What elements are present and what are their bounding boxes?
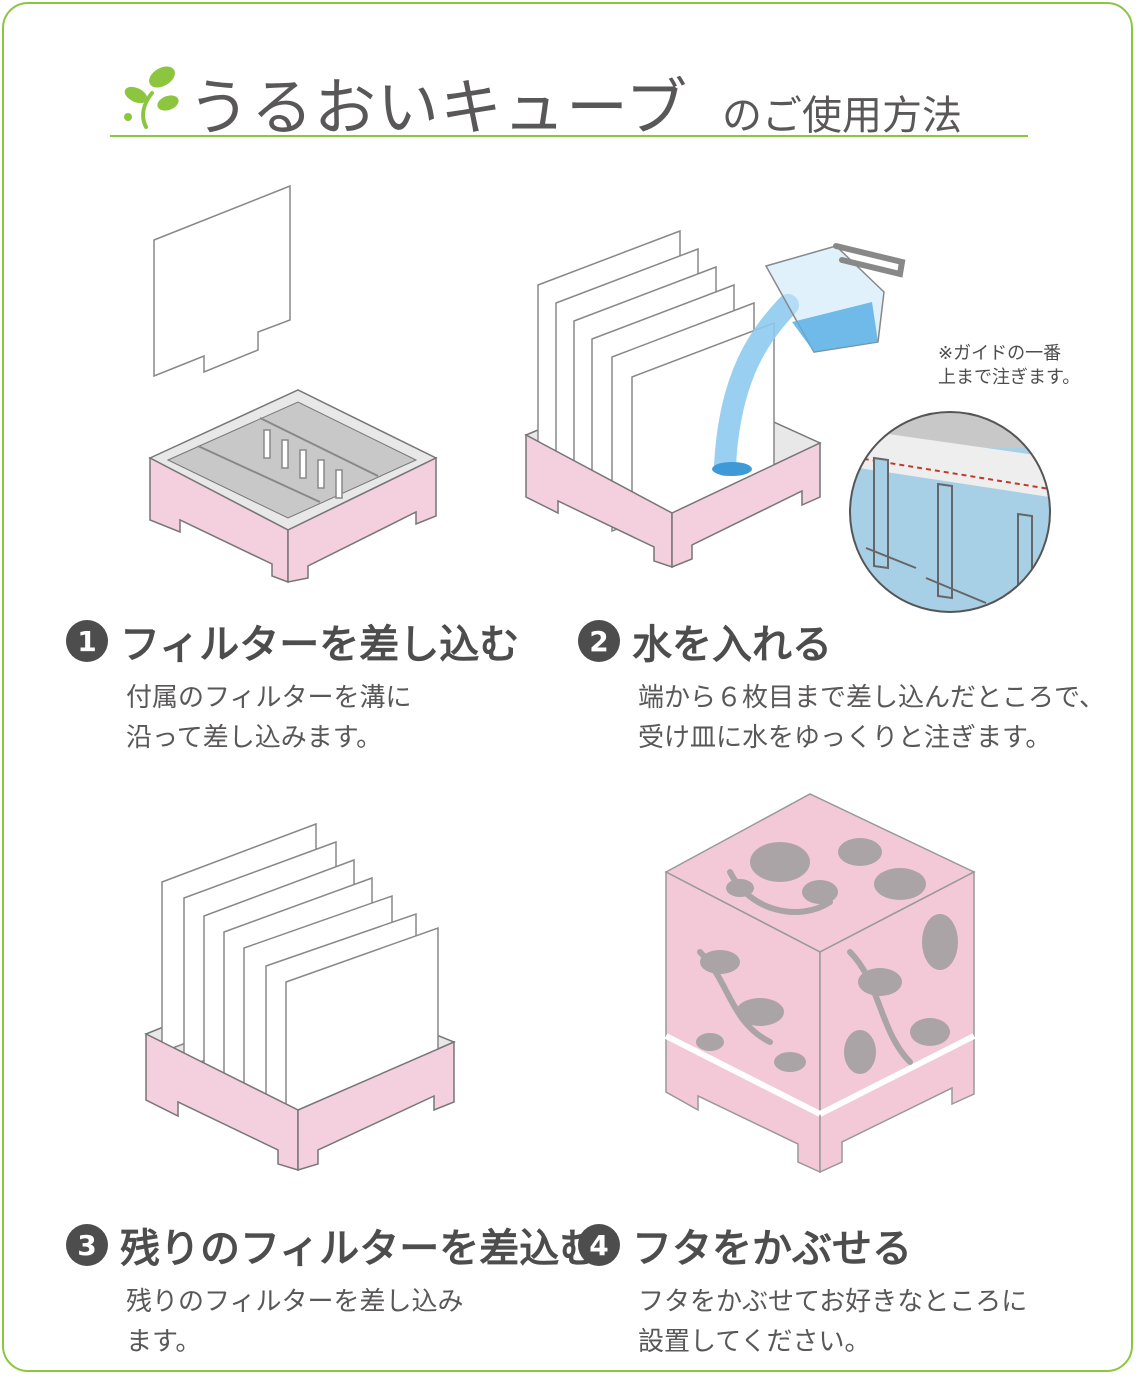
step-2: 2 水を入れる 端から６枚目まで差し込んだところで、 受け皿に水をゆっくりと注ぎ… <box>578 612 1105 758</box>
illustration-cube-cover <box>660 792 980 1184</box>
step-1: 1 フィルターを差し込む 付属のフィルターを溝に 沿って差し込みます。 <box>66 612 519 758</box>
step-number-badge: 2 <box>578 620 620 662</box>
step-description: 付属のフィルターを溝に 沿って差し込みます。 <box>126 678 519 758</box>
illustration-guide-zoom <box>846 408 1056 618</box>
step-number-badge: 4 <box>578 1224 620 1266</box>
illustration-insert-filter <box>140 180 450 590</box>
step-title: 水を入れる <box>632 612 832 670</box>
sprout-icon <box>118 63 182 131</box>
step-description: フタをかぶせてお好きなところに 設置してください。 <box>638 1282 1027 1362</box>
step-4: 4 フタをかぶせる フタをかぶせてお好きなところに 設置してください。 <box>578 1216 1027 1362</box>
page-subtitle: のご使用方法 <box>722 83 962 141</box>
step-number-badge: 3 <box>66 1224 108 1266</box>
guide-note: ※ガイドの一番 上まで注ぎます。 <box>938 342 1080 390</box>
step-title: 残りのフィルターを差込む <box>120 1216 599 1274</box>
illustration-remaining-filters <box>140 820 460 1190</box>
step-description: 残りのフィルターを差し込み ます。 <box>126 1282 599 1362</box>
page-title: うるおいキューブ <box>188 57 688 147</box>
page-header: うるおいキューブ のご使用方法 <box>110 55 1028 137</box>
step-number-badge: 1 <box>66 620 108 662</box>
step-title: フィルターを差し込む <box>120 612 519 670</box>
step-3: 3 残りのフィルターを差込む 残りのフィルターを差し込み ます。 <box>66 1216 599 1362</box>
step-title: フタをかぶせる <box>632 1216 912 1274</box>
step-description: 端から６枚目まで差し込んだところで、 受け皿に水をゆっくりと注ぎます。 <box>638 678 1105 758</box>
water-pitcher <box>752 232 912 362</box>
